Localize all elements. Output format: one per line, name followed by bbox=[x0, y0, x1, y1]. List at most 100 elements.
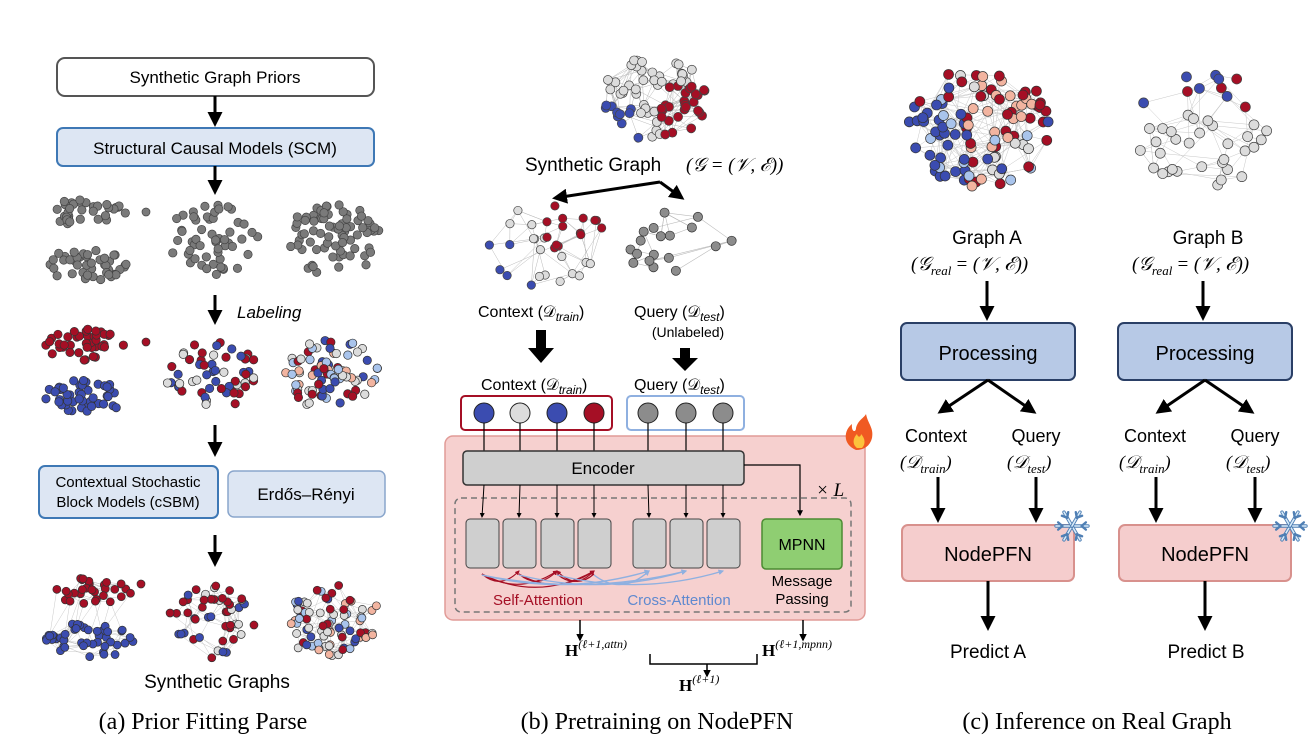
graph-node bbox=[690, 89, 701, 99]
graph-node bbox=[370, 223, 380, 233]
graph-node bbox=[648, 223, 659, 233]
graph-node bbox=[232, 263, 243, 273]
graph-edge bbox=[1193, 118, 1229, 144]
graph-node bbox=[578, 213, 588, 223]
graph-node bbox=[325, 604, 335, 614]
mpnn-box bbox=[761, 518, 843, 570]
graph-edge bbox=[1016, 106, 1024, 145]
graph-node bbox=[296, 354, 306, 364]
graph-node bbox=[1023, 143, 1034, 155]
graph-node bbox=[53, 329, 63, 339]
nodepfn-label-a: NodePFN bbox=[944, 544, 1032, 566]
graph-node bbox=[305, 339, 315, 349]
graph-edge bbox=[995, 121, 1049, 157]
graph-edge bbox=[572, 227, 602, 274]
graph-node bbox=[69, 376, 79, 386]
graph-node bbox=[1034, 99, 1046, 111]
graph-node bbox=[337, 238, 348, 248]
graph-node bbox=[337, 632, 347, 642]
graph-node bbox=[368, 630, 377, 640]
graph-edge bbox=[506, 249, 541, 276]
graph-node bbox=[54, 248, 64, 258]
graph-node bbox=[323, 627, 332, 637]
graph-node bbox=[302, 598, 312, 608]
graph-node bbox=[120, 208, 130, 218]
graph-node bbox=[968, 81, 980, 93]
graph-node bbox=[103, 627, 113, 637]
graph-node bbox=[967, 103, 979, 114]
graph-node bbox=[77, 585, 87, 594]
graph-node bbox=[327, 588, 337, 598]
graph-node bbox=[91, 326, 101, 336]
graph-node bbox=[249, 620, 259, 630]
graph-node bbox=[306, 632, 316, 642]
graph-node bbox=[91, 246, 101, 256]
graph-node bbox=[247, 227, 257, 238]
graph-node bbox=[167, 361, 177, 372]
graph-node bbox=[83, 385, 93, 395]
graph-node bbox=[192, 375, 202, 385]
graph-node bbox=[334, 200, 344, 210]
mpnn-label: MPNN bbox=[778, 537, 825, 554]
graph-edge bbox=[499, 244, 557, 270]
graph-edge bbox=[509, 224, 532, 245]
graph-node bbox=[1183, 137, 1195, 149]
graph-node bbox=[324, 641, 334, 651]
graph-node bbox=[83, 324, 93, 334]
graph-node bbox=[1166, 164, 1178, 175]
graph-node bbox=[79, 376, 89, 386]
graph-node bbox=[1134, 145, 1146, 156]
graph-node bbox=[191, 234, 201, 244]
graph-node bbox=[314, 645, 324, 655]
graph-node bbox=[659, 207, 670, 218]
graph-edge bbox=[944, 133, 965, 160]
graph-node bbox=[989, 134, 1001, 146]
graph-node bbox=[535, 245, 545, 255]
graph-node bbox=[1236, 171, 1248, 183]
token-block bbox=[465, 518, 500, 569]
graph-edge bbox=[939, 147, 972, 168]
token-block bbox=[669, 518, 704, 569]
graph-node bbox=[105, 329, 115, 339]
graph-edge bbox=[1168, 125, 1213, 172]
graph-node bbox=[249, 373, 259, 383]
graph-node bbox=[50, 387, 60, 397]
graph-node bbox=[100, 211, 111, 221]
graph-node bbox=[199, 595, 209, 605]
graph-edge bbox=[169, 612, 219, 651]
graph-edge bbox=[944, 134, 956, 177]
graph-node bbox=[99, 591, 108, 601]
graph-edge bbox=[1187, 75, 1216, 92]
graph-node bbox=[177, 226, 187, 236]
graph-node bbox=[686, 81, 697, 92]
context-label: Context (𝒟train) bbox=[478, 304, 584, 324]
graph-node bbox=[656, 76, 667, 87]
graph-node bbox=[358, 223, 368, 233]
graph-node bbox=[308, 262, 318, 272]
graph-node bbox=[300, 215, 310, 225]
graph-node bbox=[100, 253, 110, 263]
graph-edge bbox=[489, 210, 519, 246]
graph-node bbox=[75, 214, 85, 224]
graph-node bbox=[558, 221, 568, 231]
graph-node bbox=[197, 224, 207, 235]
graph-node bbox=[1154, 147, 1166, 159]
d-test-a: (𝒟test) bbox=[1007, 452, 1051, 476]
graph-node bbox=[673, 59, 684, 70]
graph-node bbox=[628, 257, 639, 268]
graph-node bbox=[942, 139, 954, 151]
graph-node bbox=[962, 119, 974, 131]
graph-node bbox=[1138, 97, 1149, 109]
encoder-label: Encoder bbox=[571, 459, 635, 478]
graph-node bbox=[686, 123, 697, 134]
nodepfn-label-b: NodePFN bbox=[1161, 544, 1249, 566]
graph-node bbox=[945, 118, 957, 130]
cross-attention-arrow bbox=[556, 569, 725, 586]
graph-node bbox=[914, 96, 926, 107]
graph-edge bbox=[187, 612, 194, 640]
graph-edge bbox=[672, 110, 699, 133]
graph-node bbox=[345, 626, 355, 636]
token-arrow bbox=[479, 484, 485, 518]
graph-edge bbox=[942, 103, 988, 112]
graph-node bbox=[924, 149, 936, 161]
